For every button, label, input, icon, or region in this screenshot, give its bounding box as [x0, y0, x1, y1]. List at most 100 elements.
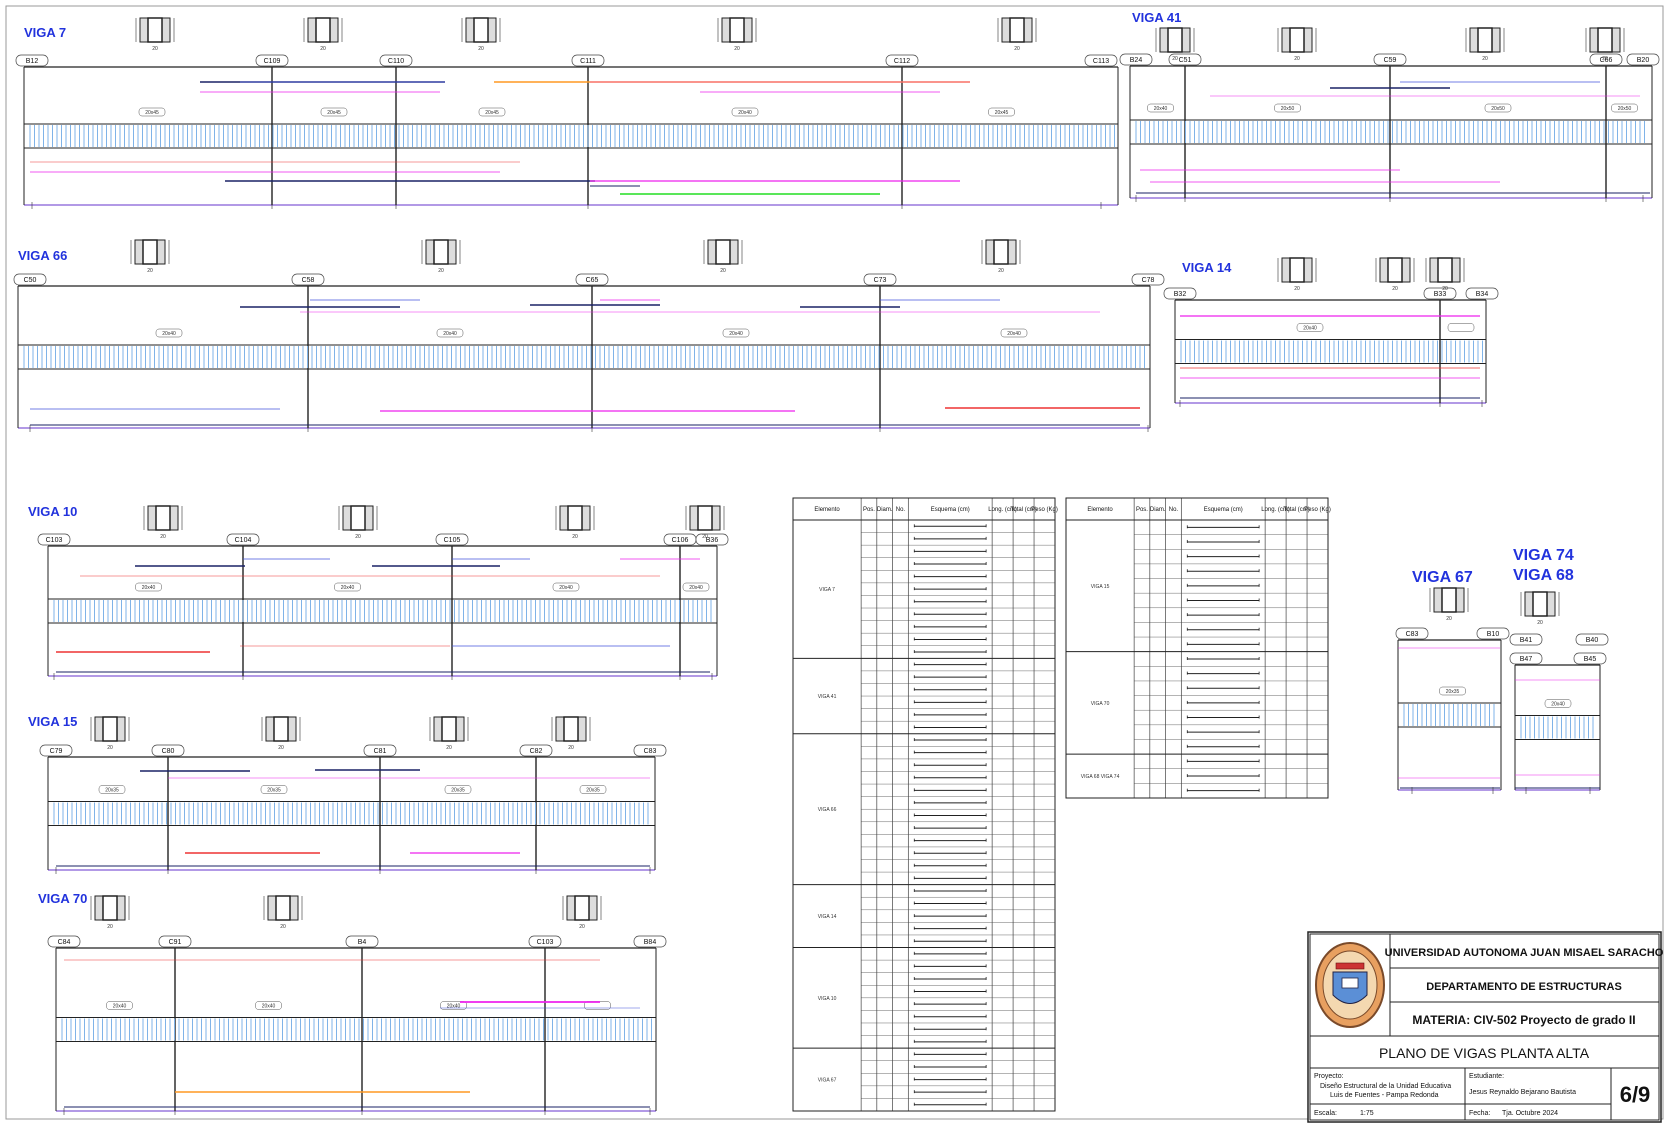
section-marker: 20 [90, 895, 130, 930]
section-core [567, 505, 583, 531]
header-cell: Diam. [1150, 507, 1166, 513]
header-cell: Peso (Kg) [1304, 507, 1331, 513]
support-label: B20 [1626, 53, 1660, 66]
section-marker: 20 [1155, 27, 1195, 62]
stirrups [53, 802, 649, 825]
section-width: 20 [702, 534, 708, 540]
section-core [697, 505, 713, 531]
section-marker: 20 [685, 505, 725, 540]
section-marker: 20 [1520, 591, 1560, 626]
section-label: 20x50 [1484, 103, 1512, 113]
support-label-box [1589, 53, 1623, 66]
section-marker: 20 [1375, 257, 1415, 292]
section-width: 20 [147, 268, 153, 274]
support-label-box [1163, 287, 1197, 300]
section-label: 20x40 [682, 582, 710, 592]
scale-label: Escala: [1314, 1110, 1337, 1117]
section-label-box [440, 1001, 467, 1010]
support-label: C91 [158, 935, 192, 948]
section-marker: 20 [1585, 27, 1625, 62]
section-label: 20x35 [444, 785, 472, 794]
section-marker: 20 [562, 895, 602, 930]
support-label-box [1509, 633, 1543, 646]
section-core [729, 17, 745, 43]
section-core [350, 505, 366, 531]
section-label: 20x40 [722, 328, 750, 338]
section-marker: 20 [1429, 587, 1469, 622]
support-label-text: C73 [874, 277, 887, 284]
support-label-text: B45 [1584, 656, 1597, 663]
support-label: B40 [1575, 633, 1609, 646]
support-label-box [291, 273, 325, 286]
group-label: VIGA 10 [818, 996, 837, 1002]
section-width: 20 [1442, 286, 1448, 292]
support-label-box [37, 533, 71, 546]
table-frame [1065, 497, 1329, 799]
section-label-box [682, 582, 710, 592]
header-cell: Total (cm) [1283, 507, 1309, 513]
support-label-text: C112 [894, 58, 910, 65]
support-label-text: B36 [706, 537, 719, 544]
section-core [315, 17, 331, 43]
section-label: 20x45 [988, 107, 1015, 117]
section-label-box [579, 785, 607, 794]
support-label-text: C103 [537, 939, 554, 946]
support-label-text: C51 [1179, 57, 1192, 64]
support-label-box [1423, 287, 1457, 300]
support-label-text: C109 [264, 58, 281, 65]
section-marker: 20 [1277, 27, 1317, 62]
section-label: 20x45 [138, 107, 166, 117]
support-label-box [528, 935, 562, 948]
section-core [147, 17, 163, 43]
beam-title: VIGA 7 [24, 25, 66, 40]
section-label: 20x35 [260, 785, 288, 794]
support-label: C113 [1084, 54, 1118, 67]
section-label-box [1147, 103, 1174, 113]
project-line-2: Luis de Fuentes - Pampa Redonda [1330, 1092, 1439, 1099]
student-name: Jesus Reynaldo Bejarano Bautista [1469, 1089, 1576, 1096]
support-label: C82 [519, 744, 553, 757]
support-label-text: C50 [24, 277, 37, 284]
support-label: C110 [379, 54, 413, 67]
section-label: 20x40 [1296, 323, 1324, 332]
section-core [715, 239, 731, 265]
support-label: B10 [1476, 627, 1510, 640]
section-core [441, 716, 457, 742]
section-label-box [138, 107, 166, 117]
section-label: 20x35 [1439, 686, 1466, 696]
section-label: 20x40 [440, 1001, 467, 1010]
section-core [1387, 257, 1403, 283]
support-label: C59 [1373, 53, 1407, 66]
support-label-text: C91 [169, 939, 182, 946]
support-label-box [379, 54, 413, 67]
date-label: Fecha: [1469, 1110, 1490, 1117]
beam-title: VIGA 67 [1412, 569, 1473, 586]
support-label: C83 [1395, 627, 1429, 640]
support-label-text: B4 [358, 939, 367, 946]
section-label-text: 20x45 [485, 110, 499, 116]
section-marker: 20 [143, 505, 183, 540]
section-core [273, 716, 289, 742]
support-label: C80 [151, 744, 185, 757]
support-label: C58 [291, 273, 325, 286]
support-label-box [1626, 53, 1660, 66]
section-label-box [1274, 103, 1301, 113]
support-label-text: C84 [58, 939, 71, 946]
section-label: 20x35 [98, 785, 126, 794]
support-label-text: C83 [1406, 631, 1419, 638]
section-label-text: 20x40 [1007, 331, 1021, 337]
section-label: 20x40 [731, 107, 759, 117]
section-marker: 20 [130, 239, 170, 274]
stirrups [1520, 716, 1594, 739]
support-label: B47 [1509, 652, 1543, 665]
section-label-text: 20x40 [447, 1004, 461, 1010]
title-block: UNIVERSIDAD AUTONOMA JUAN MISAEL SARACHO… [1307, 931, 1664, 1123]
support-label-box [1465, 287, 1499, 300]
support-label-box [1373, 53, 1407, 66]
section-label: 20x40 [552, 582, 580, 592]
student-label: Estudiante: [1469, 1073, 1504, 1080]
support-label-text: B84 [644, 939, 657, 946]
